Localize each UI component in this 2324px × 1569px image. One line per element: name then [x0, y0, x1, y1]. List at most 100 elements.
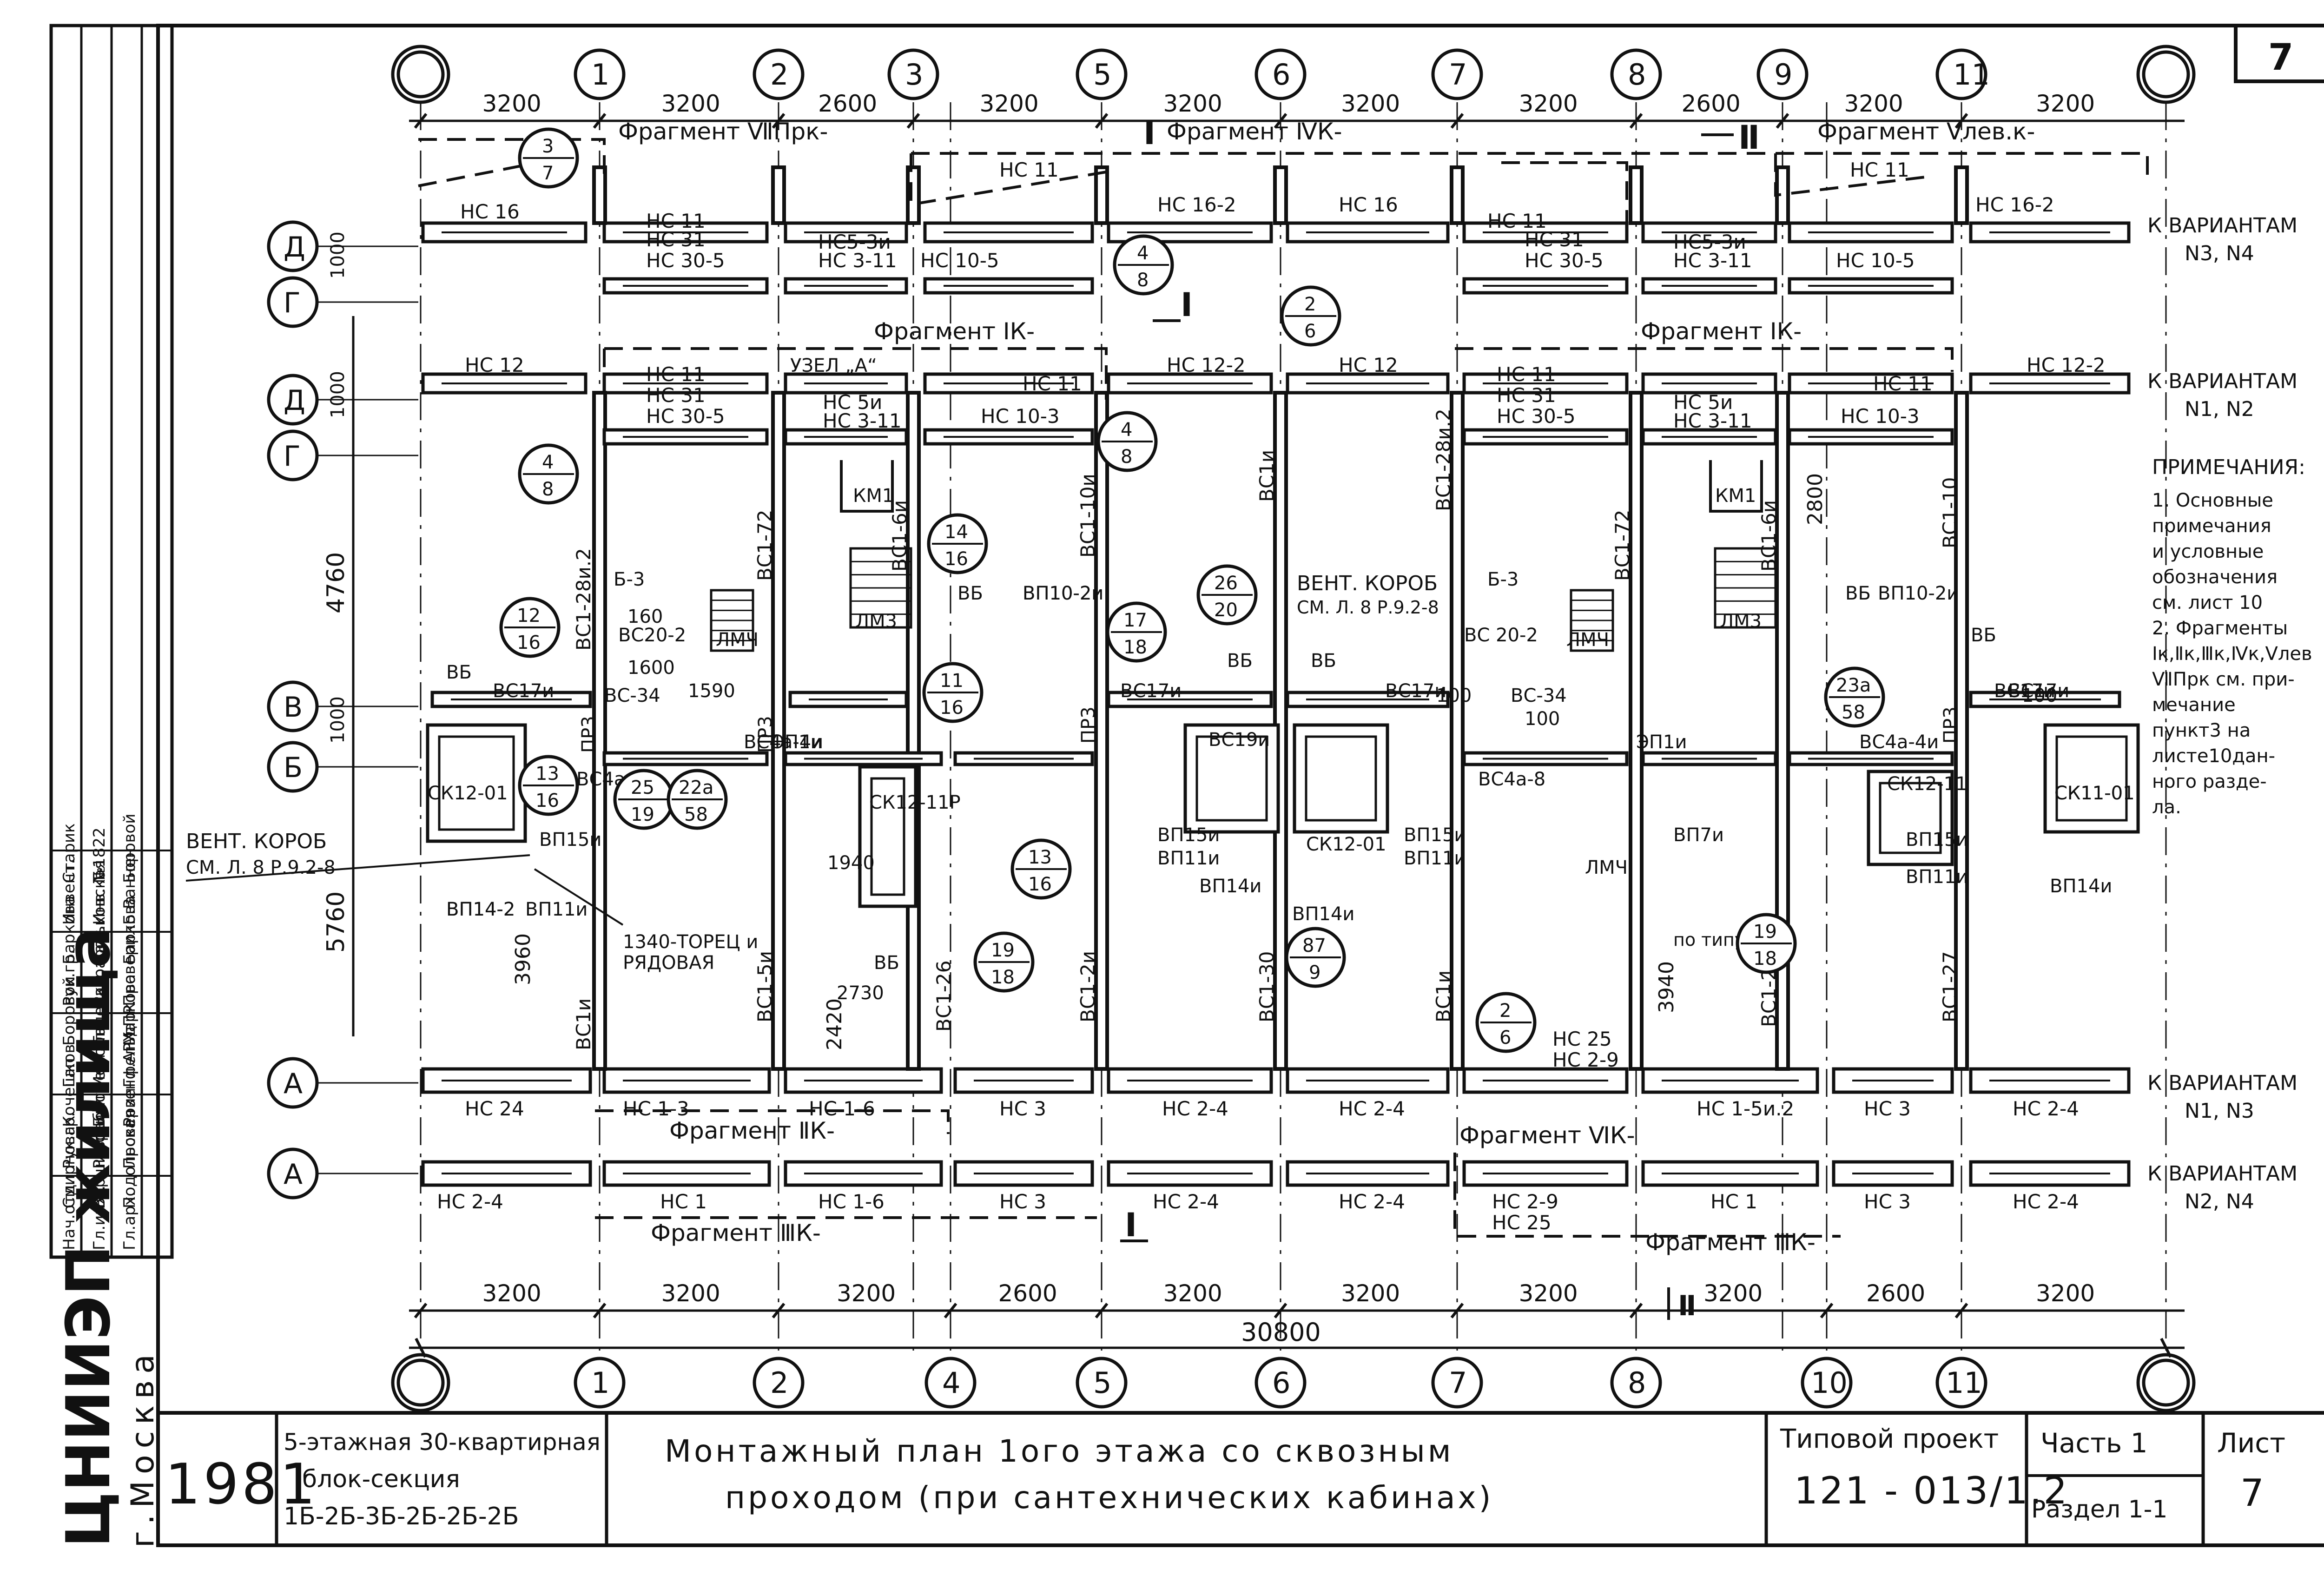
- sig-role: Гл.АРХ.ПР.: [120, 1000, 139, 1088]
- internal-dim: 2420: [823, 998, 846, 1050]
- sig-role: Нач.отд.: [60, 1180, 79, 1250]
- internal-dim: 2800: [1803, 473, 1827, 525]
- callout-number: 12: [517, 605, 541, 626]
- project-number: 121 - 013/1.2: [1794, 1469, 2069, 1512]
- svg-text:К ВАРИАНТАМ: К ВАРИАНТАМ: [2147, 214, 2298, 237]
- element-mark: ВБ: [874, 952, 899, 974]
- panel-label-a1: НС 24: [465, 1097, 524, 1120]
- element-mark: ВП10-2и: [1023, 583, 1103, 604]
- element-mark: ВС 20-2: [1464, 625, 1538, 646]
- panel-label-a2: НС 2-4: [2013, 1190, 2079, 1213]
- cross-wall-top: [1273, 165, 1288, 225]
- svg-text:Фрагмент ⅡК-: Фрагмент ⅡК-: [669, 1117, 835, 1144]
- callout-number: 87: [1302, 935, 1326, 956]
- partition-mark: ПР3: [1078, 706, 1099, 744]
- cross-wall: [906, 391, 921, 1071]
- callout-sheet: 7: [542, 163, 554, 184]
- dimension-value: 3200: [1163, 90, 1222, 117]
- callout-number: 4: [1137, 243, 1149, 264]
- panel-label-a1: НС 1-3: [623, 1097, 689, 1120]
- callout-sheet: 8: [1137, 270, 1149, 291]
- axis-bubble: [1254, 1357, 1307, 1409]
- axis-bubble: [924, 1357, 977, 1409]
- element-mark: ЭП1и: [772, 732, 822, 753]
- callout-number: 23а: [1836, 675, 1871, 696]
- sig-name: Маркова: [120, 974, 139, 1046]
- callout-number: 2: [1304, 294, 1316, 315]
- sig-role: Гап: [60, 1058, 79, 1088]
- panel-label-a2: НС 1: [1710, 1190, 1757, 1213]
- internal-dim: 1590: [688, 680, 735, 702]
- internal-dim: 1600: [627, 657, 675, 679]
- cross-wall-top: [1954, 165, 1969, 225]
- stamp-title-1: Монтажный план 1ого этажа со сквозным: [665, 1433, 1454, 1469]
- dim-tick: [1095, 113, 1109, 129]
- panel-label-row2: НС 12: [465, 354, 524, 376]
- svg-text:1000: 1000: [327, 371, 349, 418]
- axis-label: 10: [1811, 1366, 1848, 1400]
- axis-label: 1: [591, 1366, 609, 1400]
- note-line: примечания: [2152, 515, 2271, 537]
- sig-role: Рук.гр.: [60, 949, 79, 1006]
- svg-text:Фрагмент ⅦПрк-: Фрагмент ⅦПрк-: [618, 118, 828, 145]
- internal-dim: 100: [1525, 708, 1560, 730]
- callout-sheet: 9: [1309, 962, 1320, 983]
- sig-role: Инв. №: [90, 867, 109, 925]
- panel-label-row1: НС 10-5: [920, 249, 999, 272]
- sanitary-cabin-inner: [1879, 782, 1942, 854]
- wall-mark: ВС1-5и: [753, 951, 776, 1022]
- callout-sheet: 58: [684, 804, 708, 825]
- element-mark: Б-3: [614, 569, 645, 590]
- sig-role: Разработ.: [90, 1088, 109, 1169]
- dimension-value: 3200: [661, 90, 720, 117]
- svg-text:РЯДОВАЯ: РЯДОВАЯ: [623, 952, 714, 974]
- callout-number: 25: [631, 777, 654, 798]
- sig-name: Кочешков: [60, 1044, 79, 1127]
- element-mark: ВБ: [446, 662, 472, 683]
- row-axis-label: Д: [284, 384, 305, 417]
- panel-label-row1: НС 11: [646, 210, 706, 232]
- note-line: обозначения: [2152, 567, 2278, 588]
- svg-text:Фрагмент ⅠК-: Фрагмент ⅠК-: [874, 318, 1035, 345]
- section-marks: Ⅰ Ⅱ Ⅰ Ⅰ Ⅱ: [1120, 114, 1760, 1322]
- sig-role: Гл.инж.: [90, 1186, 109, 1250]
- element-mark: СК12-01: [428, 783, 508, 804]
- total-length-dim: 30800: [1241, 1318, 1321, 1347]
- dim-tick: [1776, 113, 1789, 129]
- wall-mark: ВС1-28и.2: [572, 548, 595, 651]
- callout-number: 11: [940, 670, 964, 692]
- axis-label: 1: [591, 58, 609, 92]
- element-mark: ВС4а-8: [1478, 769, 1545, 790]
- panel-label-row2: НС 31: [646, 384, 706, 407]
- shaft-km1: [840, 460, 894, 513]
- panel-label-row2: НС 5и: [1673, 391, 1733, 414]
- panel-label-a1: НС 3: [1864, 1097, 1911, 1120]
- cross-wall: [1954, 391, 1969, 1071]
- element-mark: СК12-11: [1887, 773, 1967, 795]
- svg-text:СМ. Л. 8 Р.9.2-8: СМ. Л. 8 Р.9.2-8: [1297, 597, 1439, 618]
- svg-text:Фрагмент Ⅴлев.к-: Фрагмент Ⅴлев.к-: [1817, 118, 2035, 145]
- dimension-value: 2600: [818, 90, 877, 117]
- title-block: 1981 5-этажная 30-квартирная блок-секция…: [156, 1411, 2324, 1547]
- wall-mark: ВС1-27: [1939, 951, 1961, 1022]
- axis-label: 4: [942, 1366, 960, 1400]
- element-mark: КМ1: [1715, 485, 1756, 507]
- element-mark: ВС17и: [493, 680, 554, 702]
- internal-dim: 100: [1436, 685, 1472, 706]
- panel-label-a1: НС 3: [999, 1097, 1046, 1120]
- dimension-value: 3200: [2036, 90, 2095, 117]
- svg-text:Ⅱ: Ⅱ: [1678, 1290, 1697, 1322]
- row-axis-label: Д: [284, 231, 305, 264]
- partition-mark: ПР3: [1940, 706, 1961, 744]
- panel-label-row1: НС 3-11: [1673, 249, 1752, 272]
- stamp-desc-3: 1Б-2Б-3Б-2Б-2Б-2Б: [284, 1503, 519, 1530]
- sig-name: Розенфельд: [120, 1026, 139, 1127]
- sig-name: Вершинский: [90, 1104, 109, 1208]
- element-mark: ВС17и: [1385, 680, 1446, 702]
- sig-role: Исполн.: [90, 1022, 109, 1088]
- panel-label-row2: НС 12: [1339, 354, 1398, 376]
